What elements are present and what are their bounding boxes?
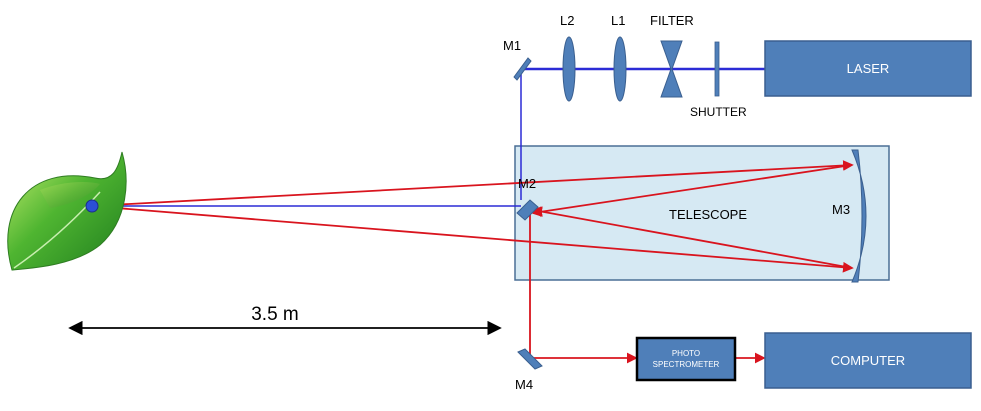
laser-label: LASER (847, 61, 890, 76)
m3-label: M3 (832, 202, 850, 217)
m4-label: M4 (515, 377, 533, 392)
l1-label: L1 (611, 13, 625, 28)
m1-label: M1 (503, 38, 521, 53)
return-beam-path (91, 160, 854, 364)
laser-beam-path (92, 67, 765, 207)
l2-label: L2 (560, 13, 574, 28)
laser-box (764, 40, 972, 97)
computer-box (764, 332, 972, 389)
shutter-element (714, 41, 720, 97)
mirror-m2 (516, 199, 539, 221)
mirror-m1 (513, 57, 532, 81)
mirror-m4 (517, 348, 543, 370)
photo-label-line1: PHOTO (672, 349, 700, 358)
lens-l2 (562, 36, 576, 102)
filter-element (660, 40, 683, 98)
photo-spectrometer-box (635, 336, 737, 382)
lens-l1 (613, 36, 627, 102)
telescope-label: TELESCOPE (669, 207, 747, 222)
filter-label: FILTER (650, 13, 694, 28)
shutter-label: SHUTTER (690, 105, 747, 119)
distance-label: 3.5 m (251, 304, 299, 325)
photo-label-line2: SPECTROMETER (653, 360, 720, 369)
target-spot (85, 199, 99, 213)
leaf-icon (7, 151, 127, 271)
mirror-m3 (851, 149, 867, 283)
m2-label: M2 (518, 176, 536, 191)
computer-label: COMPUTER (831, 353, 905, 368)
